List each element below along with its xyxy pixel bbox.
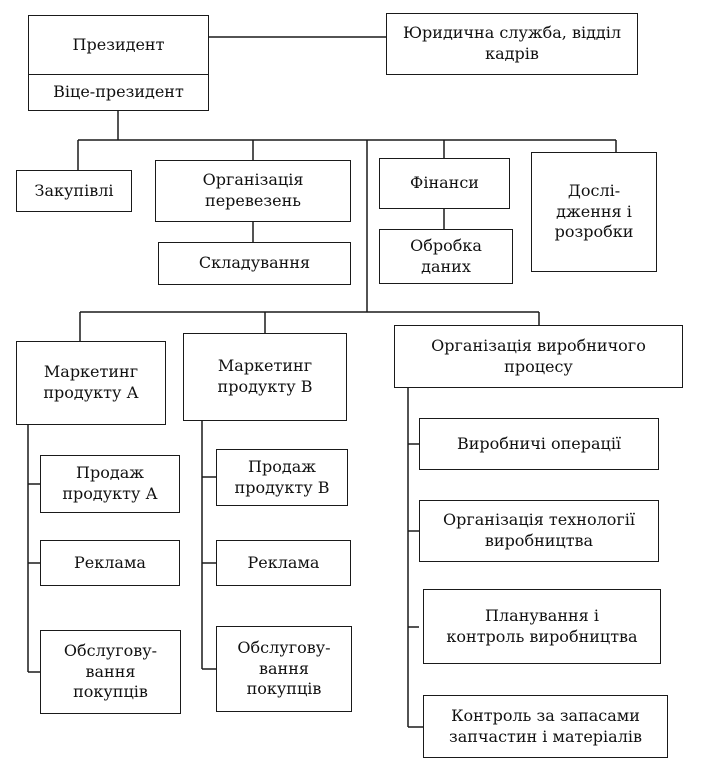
- planning-box: Планування і контроль виробництва: [423, 589, 661, 664]
- ads-b-box: Реклама: [216, 540, 351, 586]
- service-a-box: Обслугову- вання покупців: [40, 630, 181, 714]
- production-org-box: Організація виробничого процесу: [394, 325, 683, 388]
- rnd-box: Дослі- дження і розробки: [531, 152, 657, 272]
- marketing-b-box: Маркетинг продукту В: [183, 333, 347, 421]
- tech-org-box: Організація технології виробництва: [419, 500, 659, 562]
- procurement-box: Закупівлі: [16, 170, 132, 212]
- sales-a-box: Продаж продукту А: [40, 455, 180, 513]
- marketing-a-box: Маркетинг продукту А: [16, 341, 166, 425]
- data-processing-box: Обробка даних: [379, 229, 513, 284]
- inventory-box: Контроль за запасами запчастин і матеріа…: [423, 695, 668, 758]
- warehousing-box: Складування: [158, 242, 351, 285]
- ads-a-box: Реклама: [40, 540, 180, 586]
- service-b-box: Обслугову- вання покупців: [216, 626, 352, 712]
- finance-box: Фінанси: [379, 158, 510, 209]
- production-ops-box: Виробничі операції: [419, 418, 659, 470]
- president-box: Президент: [28, 15, 209, 76]
- sales-b-box: Продаж продукту В: [216, 449, 348, 506]
- legal-hr-box: Юридична служба, відділ кадрів: [386, 13, 638, 75]
- transport-box: Організація перевезень: [155, 160, 351, 222]
- vice-president-box: Віце-президент: [28, 74, 209, 111]
